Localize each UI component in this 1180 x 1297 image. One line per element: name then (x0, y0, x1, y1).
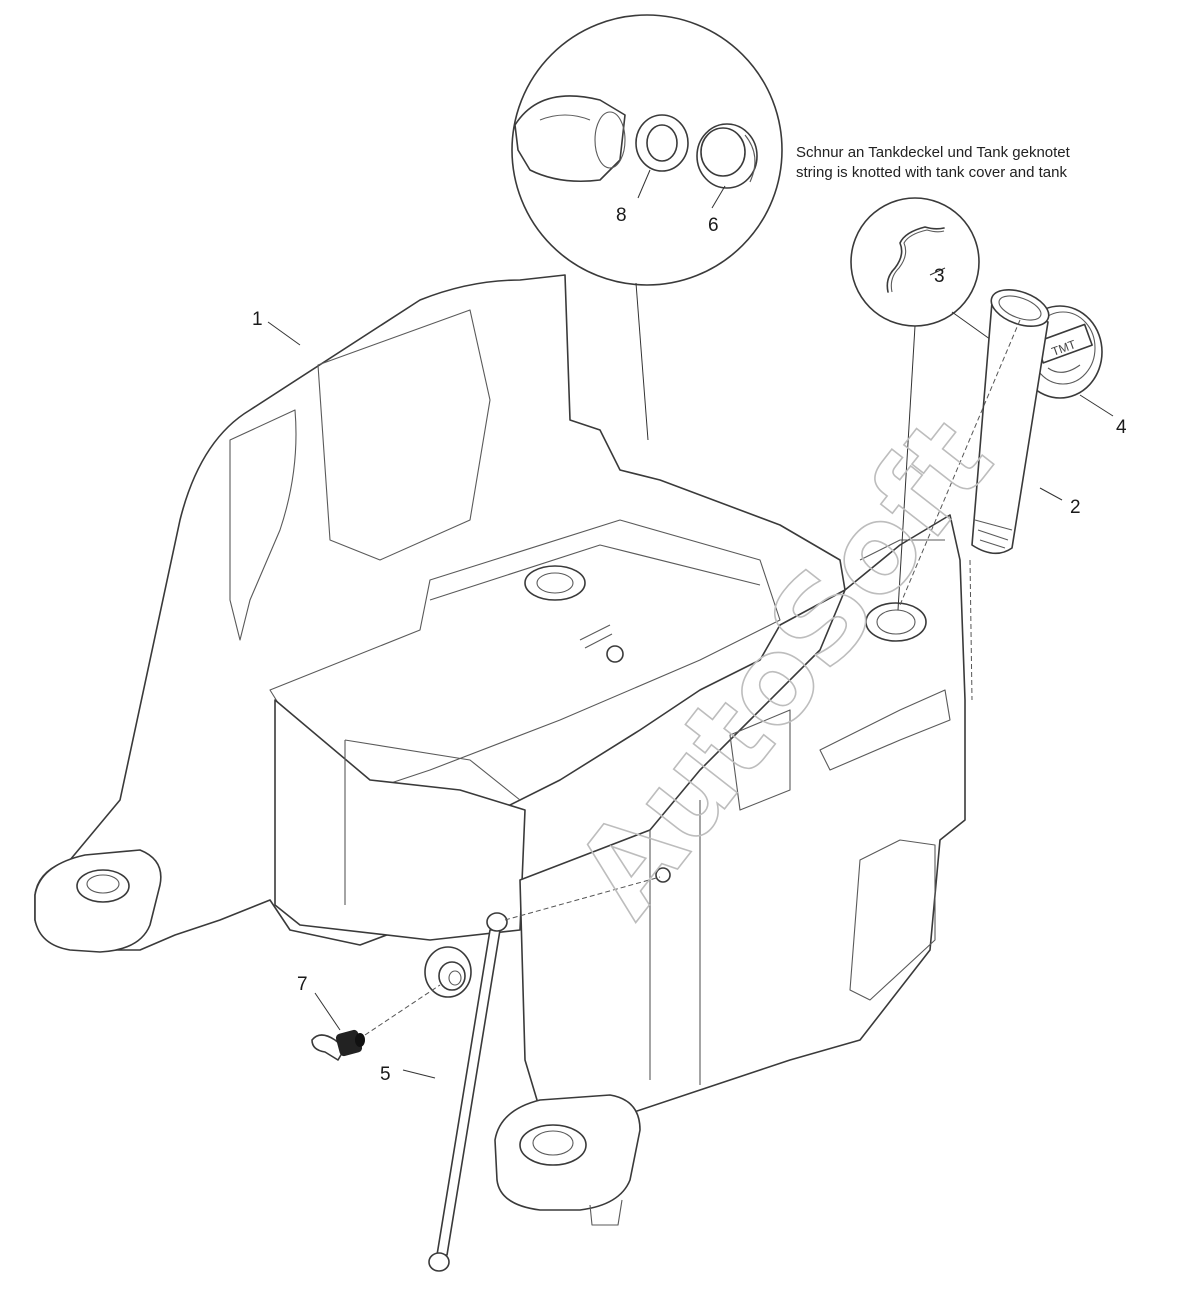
filler-neck (971, 288, 1050, 555)
tank-body (34, 274, 966, 1226)
callout-leaders (267, 169, 1114, 1079)
callout-6: 6 (708, 215, 719, 236)
callout-4: 4 (1116, 417, 1127, 438)
callout-1: 1 (252, 309, 263, 330)
cap-ring (696, 123, 758, 189)
callout-5: 5 (380, 1064, 391, 1085)
callout-8: 8 (616, 205, 627, 226)
callout-7: 7 (297, 974, 308, 995)
elbow-fitting (311, 984, 441, 1061)
seal-ring (635, 114, 689, 172)
callout-3: 3 (934, 266, 945, 287)
detail-circle-string (850, 197, 980, 327)
rod (428, 876, 661, 1272)
note-english: string is knotted with tank cover and ta… (796, 164, 1067, 181)
callout-2: 2 (1070, 497, 1081, 518)
note-german: Schnur an Tankdeckel und Tank geknotet (796, 144, 1070, 161)
